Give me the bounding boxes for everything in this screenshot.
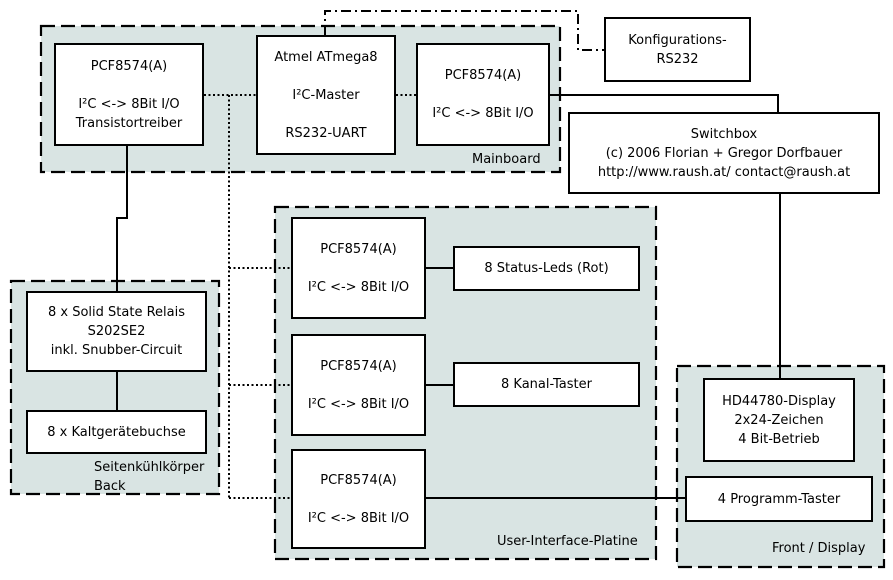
wire-pcf-to-relais: [116, 146, 128, 291]
box-text: PCF8574(A): [320, 241, 397, 257]
box-text: PCF8574(A): [90, 58, 168, 74]
box-text: 8 x Kaltgerätebuchse: [47, 424, 186, 440]
box-text: inkl. Snubber-Circuit: [50, 343, 183, 358]
front-display-label: Front / Display: [772, 541, 866, 556]
box-text: 8 Status-Leds (Rot): [484, 261, 609, 276]
seitenkuehlkoerper-border: [9, 279, 221, 496]
box-text: I²C-Master: [292, 87, 360, 103]
mainboard-border: [39, 24, 562, 174]
box-text: RS232: [656, 51, 699, 67]
box-text: Atmel ATmega8: [274, 49, 378, 65]
box-text: I²C <-> 8Bit I/O: [307, 510, 410, 526]
user-interface-platine-label: User-Interface-Platine: [497, 534, 638, 549]
pcf8574-ui-2-box: PCF8574(A) I²C <-> 8Bit I/O: [291, 334, 426, 436]
programm-taster-box: 4 Programm-Taster: [685, 476, 873, 522]
box-text: Switchbox: [690, 126, 758, 142]
box-text: 4 Programm-Taster: [717, 491, 841, 507]
box-text: 8 Kanal-Taster: [501, 377, 592, 392]
solid-state-relais-box: 8 x Solid State Relais S202SE2 inkl. Snu…: [26, 291, 207, 372]
box-text: S202SE2: [87, 324, 146, 339]
switchbox-title-box: Switchbox (c) 2006 Florian + Gregor Dorf…: [568, 112, 880, 194]
kaltgeraetebuchse-box: 8 x Kaltgerätebuchse: [26, 410, 207, 454]
mainboard-label: Mainboard: [472, 152, 541, 167]
box-text: http://www.raush.at/ contact@raush.at: [597, 164, 851, 180]
box-text: 8 x Solid State Relais: [48, 305, 185, 320]
box-text: I²C <-> 8Bit I/O: [78, 96, 180, 112]
atmega8-box: Atmel ATmega8 I²C-Master RS232-UART: [256, 35, 396, 155]
box-text: HD44780-Display: [722, 393, 836, 409]
back-label: Back: [94, 479, 126, 494]
hd44780-display-box: HD44780-Display 2x24-Zeichen 4 Bit-Betri…: [703, 378, 855, 462]
pcf8574-mainboard-right-box: PCF8574(A) I²C <-> 8Bit I/O: [416, 43, 550, 146]
box-text: Transistortreiber: [75, 115, 183, 131]
box-text: 2x24-Zeichen: [734, 412, 824, 428]
seitenkuehlkoerper-label: Seitenkühlkörper: [94, 460, 205, 475]
box-text: I²C <-> 8Bit I/O: [432, 106, 534, 121]
user-interface-platine-border: [273, 205, 658, 561]
box-text: Konfigurations-: [628, 32, 727, 48]
konfigurations-rs232-box: Konfigurations- RS232: [604, 17, 751, 82]
box-text: RS232-UART: [285, 125, 367, 141]
box-text: PCF8574(A): [444, 68, 522, 83]
box-text: PCF8574(A): [320, 358, 397, 374]
pcf8574-transistortreiber-box: PCF8574(A) I²C <-> 8Bit I/O Transistortr…: [54, 43, 204, 146]
pcf8574-ui-1-box: PCF8574(A) I²C <-> 8Bit I/O: [291, 217, 426, 319]
kanal-taster-box: 8 Kanal-Taster: [453, 362, 640, 407]
status-leds-box: 8 Status-Leds (Rot): [453, 246, 640, 291]
rs232-link: [324, 10, 604, 51]
wire-pcf-to-switchbox: [550, 94, 779, 112]
box-text: I²C <-> 8Bit I/O: [307, 279, 410, 295]
box-text: I²C <-> 8Bit I/O: [307, 396, 410, 412]
box-text: (c) 2006 Florian + Gregor Dorfbauer: [605, 145, 843, 161]
box-text: 4 Bit-Betrieb: [738, 431, 820, 447]
pcf8574-ui-3-box: PCF8574(A) I²C <-> 8Bit I/O: [291, 449, 426, 549]
box-text: PCF8574(A): [320, 472, 397, 488]
